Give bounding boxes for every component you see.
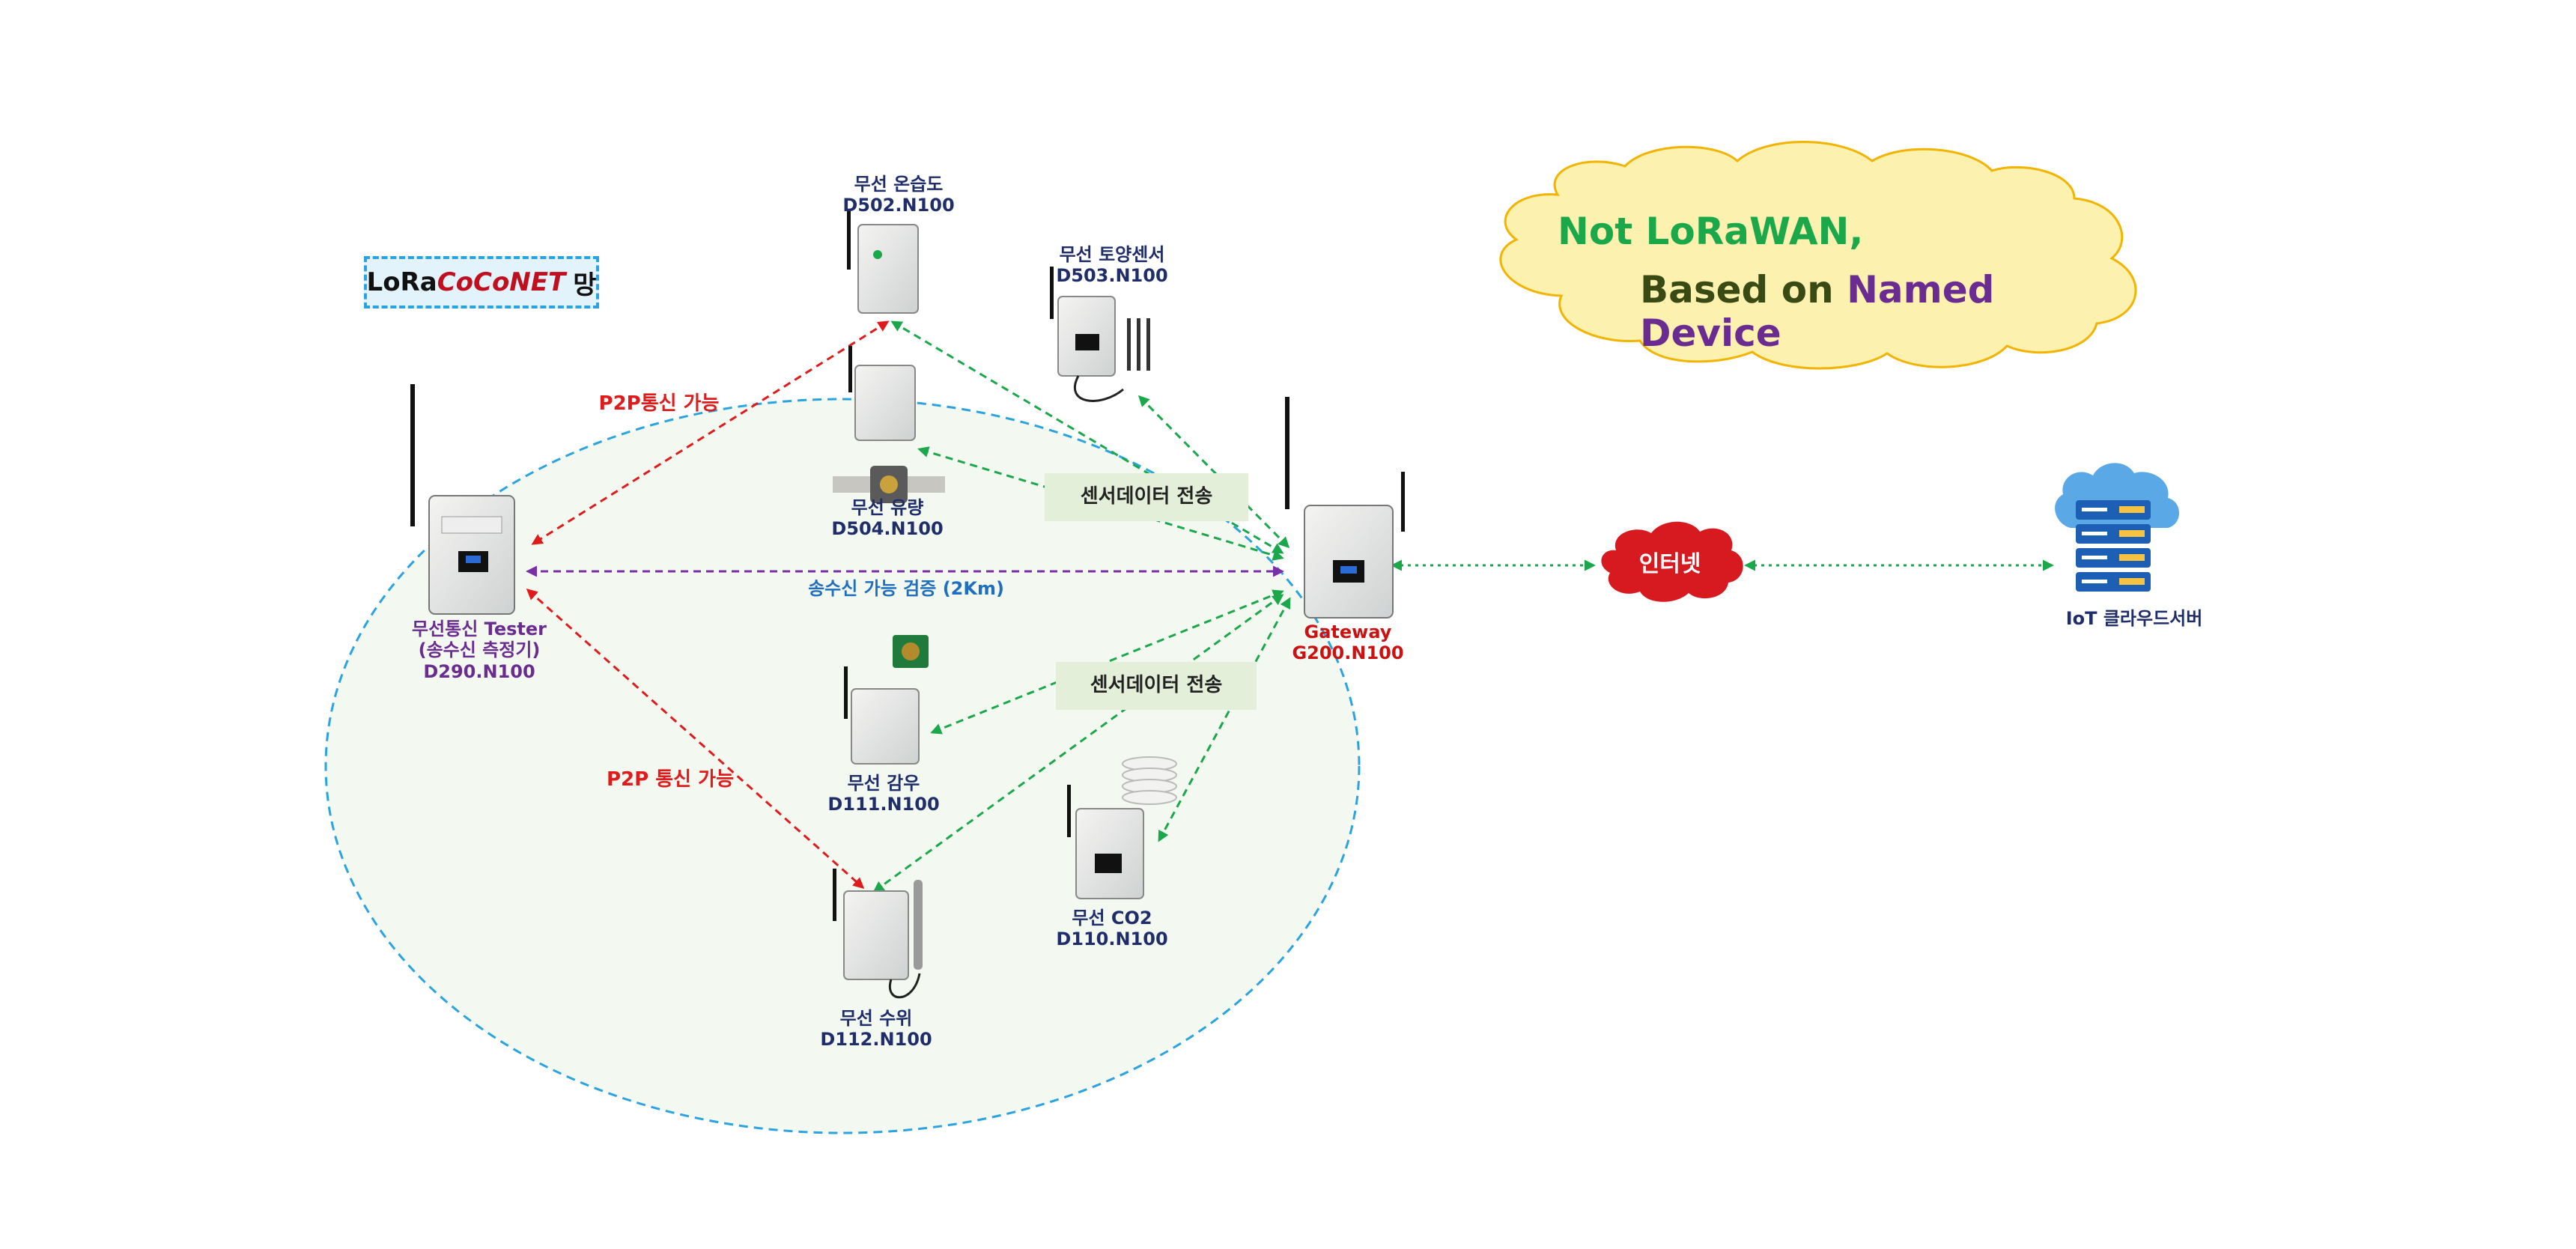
internet-label: 인터넷 bbox=[1638, 551, 1701, 577]
soil-label-line1: 무선 토양센서 bbox=[1059, 244, 1165, 265]
cloud-server-icon bbox=[2055, 463, 2179, 592]
gateway-label: Gateway G200.N100 bbox=[1266, 622, 1430, 664]
humidity-label-line2: D502.N100 bbox=[842, 195, 955, 216]
badge-text-lora: LoRa bbox=[366, 267, 437, 297]
tester-label-line2: (송수신 측정기) bbox=[418, 639, 541, 661]
cloud-server-label: IoT 클라우드서버 bbox=[2022, 608, 2247, 629]
text-cloud bbox=[1499, 141, 2137, 370]
rain-device-icon bbox=[844, 635, 929, 765]
water-level-label-line2: D112.N100 bbox=[820, 1029, 932, 1051]
cloud-text-line1: Not LoRaWAN, bbox=[1558, 210, 1864, 253]
co2-label-line2: D110.N100 bbox=[1056, 929, 1168, 950]
network-name-badge: LoRa CoCoNET 망 bbox=[364, 256, 599, 309]
p2p-top-label: P2P통신 가능 bbox=[598, 392, 720, 415]
p2p-link-bottom bbox=[526, 589, 865, 889]
co2-device-icon bbox=[1067, 756, 1177, 899]
humidity-label: 무선 온습도 D502.N100 bbox=[809, 174, 988, 216]
cloud-server-label-line1: IoT 클라우드서버 bbox=[2065, 608, 2203, 629]
rain-label: 무선 감우 D111.N100 bbox=[794, 773, 973, 815]
sensor-tx-top-label: 센서데이터 전송 bbox=[1045, 473, 1248, 521]
humidity-label-line1: 무선 온습도 bbox=[854, 174, 944, 195]
badge-text-coconet: CoCoNET bbox=[437, 267, 566, 297]
p2p-link-top bbox=[531, 320, 890, 545]
co2-label-line1: 무선 CO2 bbox=[1072, 908, 1152, 929]
gateway-label-line1: Gateway bbox=[1304, 622, 1392, 642]
humidity-device-icon bbox=[847, 210, 919, 314]
tester-label: 무선통신 Tester (송수신 측정기) D290.N100 bbox=[367, 619, 592, 682]
tester-label-line3: D290.N100 bbox=[423, 660, 535, 682]
cloud-text-line2-a: Based on bbox=[1640, 268, 1847, 312]
tester-device-icon bbox=[410, 384, 515, 615]
sensor-tx-bottom-label: 센서데이터 전송 bbox=[1056, 662, 1257, 710]
rain-label-line2: D111.N100 bbox=[827, 794, 940, 815]
internet-cloud bbox=[1601, 521, 1743, 602]
range-check-label: 송수신 가능 검증 (2Km) bbox=[808, 578, 1004, 599]
co2-label: 무선 CO2 D110.N100 bbox=[1022, 908, 1202, 950]
badge-text-suffix: 망 bbox=[573, 270, 597, 300]
tester-label-line1: 무선통신 Tester bbox=[411, 619, 547, 639]
p2p-bottom-label: P2P 통신 가능 bbox=[607, 768, 734, 791]
soil-device-icon bbox=[1050, 267, 1150, 402]
gateway-device-icon bbox=[1285, 397, 1405, 619]
cloud-text: Not LoRaWAN, Based on Named Device bbox=[1498, 202, 2142, 355]
cloud-text-line2: Based on Named Device bbox=[1640, 268, 2142, 355]
soil-label: 무선 토양센서 D503.N100 bbox=[1018, 244, 1206, 287]
flow-label-line2: D504.N100 bbox=[831, 518, 944, 540]
gateway-label-line2: G200.N100 bbox=[1292, 642, 1404, 664]
cloud-text-line2-b: Named Device bbox=[1640, 268, 1995, 355]
flow-label: 무선 유량 D504.N100 bbox=[801, 497, 973, 540]
soil-label-line2: D503.N100 bbox=[1056, 265, 1168, 287]
flow-label-line1: 무선 유량 bbox=[851, 497, 924, 518]
water-level-label: 무선 수위 D112.N100 bbox=[786, 1008, 966, 1051]
rain-label-line1: 무선 감우 bbox=[847, 773, 920, 794]
flow-device-icon bbox=[833, 346, 945, 503]
water-level-label-line1: 무선 수위 bbox=[839, 1008, 913, 1029]
water-level-device-icon bbox=[833, 869, 923, 999]
